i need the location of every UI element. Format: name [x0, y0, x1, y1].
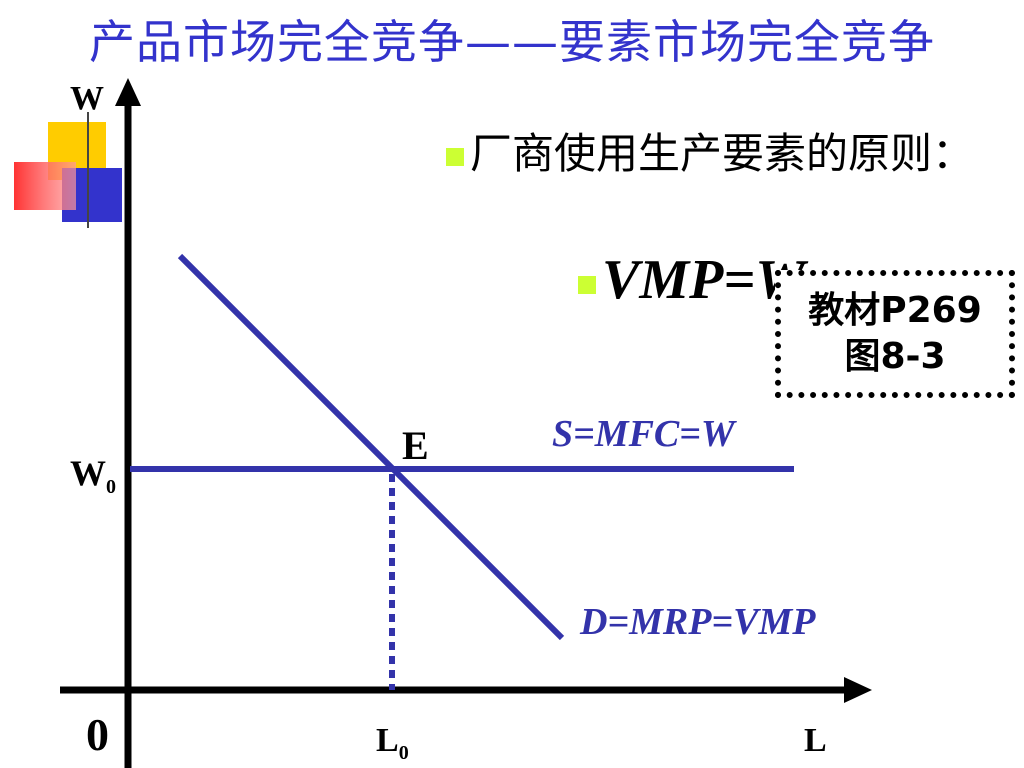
equilibrium-label: E	[402, 423, 429, 468]
bullet-icon	[445, 147, 464, 166]
reference-line-2: 图8-3	[844, 336, 946, 377]
supply-curve-label: S=MFC=W	[552, 413, 735, 455]
y-axis-label: W	[70, 80, 104, 117]
decor-red-square	[14, 162, 76, 210]
principle-text: 厂商使用生产要素的原则：	[440, 128, 980, 180]
y-axis-arrow	[115, 78, 141, 106]
page-title: 产品市场完全竞争——要素市场完全竞争	[89, 15, 935, 69]
demand-curve	[177, 253, 565, 641]
principle-label: 厂商使用生产要素的原则：	[469, 129, 974, 178]
w0-main: W	[70, 453, 106, 493]
bullet-icon	[578, 276, 596, 295]
l0-main: L	[376, 722, 399, 759]
reference-line-1: 教材P269	[808, 290, 982, 331]
formula-label: VMP=W	[602, 249, 806, 311]
formula-text: VMP=W	[578, 248, 805, 312]
w0-sub: 0	[106, 476, 116, 499]
origin-label: 0	[86, 709, 109, 760]
l0-sub: 0	[398, 741, 409, 764]
w0-label: W0	[70, 452, 116, 499]
x-axis-label: L	[804, 722, 827, 759]
textbook-reference-box: 教材P269 图8-3	[775, 270, 1015, 398]
l0-label: L0	[376, 722, 409, 765]
demand-curve-label: D=MRP=VMP	[580, 601, 816, 643]
x-axis-arrow	[844, 677, 872, 703]
